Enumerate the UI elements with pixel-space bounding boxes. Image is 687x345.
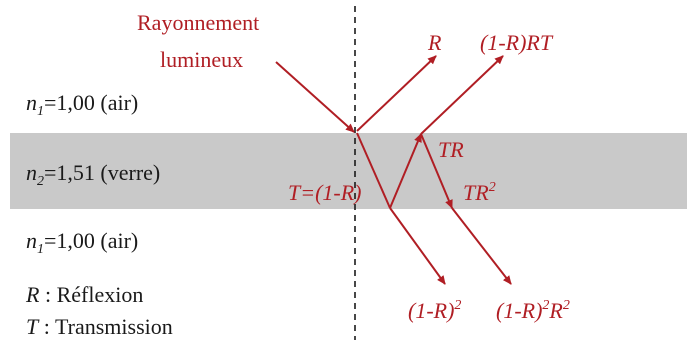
transmitted-ray-out2 [451,207,512,285]
medium-bottom-symbol: n [26,228,37,253]
legend-R-symbol: R [25,282,40,307]
label-TR2-base: TR [463,180,489,205]
label-out1-exp: 2 [454,298,461,313]
medium-bottom-subscript: 1 [37,242,44,257]
label-1-R-RT: (1-R)RT [480,30,554,55]
medium-middle-label: n2=1,51 (verre) [26,160,160,189]
label-TR: TR [438,137,464,162]
medium-middle-value: =1,51 (verre) [44,160,160,185]
internal-reflected-ray-up [389,133,422,209]
label-out2-exp1: 2 [542,298,549,313]
medium-bottom-value: =1,00 (air) [44,228,138,253]
label-out2-exp2: 2 [563,298,570,313]
legend-R-text: : Réflexion [39,282,143,307]
glass-layer [10,133,687,209]
medium-top-symbol: n [26,90,37,115]
label-out2-mid: R [548,298,563,323]
transmitted-ray-down [356,132,391,209]
medium-bottom-label: n1=1,00 (air) [26,228,138,257]
medium-top-label: n1=1,00 (air) [26,90,138,119]
legend-T-text: : Transmission [38,314,173,339]
reflected-ray-R [356,55,437,132]
medium-top-value: =1,00 (air) [44,90,138,115]
internal-reflected-ray-TR [420,133,453,209]
legend-T-symbol: T [26,314,40,339]
label-out1-base: (1-R) [408,298,454,323]
medium-top-subscript: 1 [37,104,44,119]
label-out2-base: (1-R) [496,298,542,323]
title-line-2: lumineux [160,47,243,72]
label-TR2-exp: 2 [489,180,496,195]
label-out2: (1-R)2R2 [496,298,570,323]
label-out1: (1-R)2 [408,298,461,323]
medium-middle-subscript: 2 [37,174,44,189]
incident-ray [275,61,355,133]
label-TR2: TR2 [463,180,496,205]
medium-middle-symbol: n [26,160,37,185]
label-R: R [427,30,442,55]
label-T-eq-1-R: T=(1-R) [288,180,362,205]
legend-reflection: R : Réflexion [25,282,143,307]
legend-transmission: T : Transmission [26,314,173,339]
emerging-ray-1-R-RT [420,55,504,135]
transmitted-ray-out1 [389,207,446,285]
title-line-1: Rayonnement [137,10,259,35]
